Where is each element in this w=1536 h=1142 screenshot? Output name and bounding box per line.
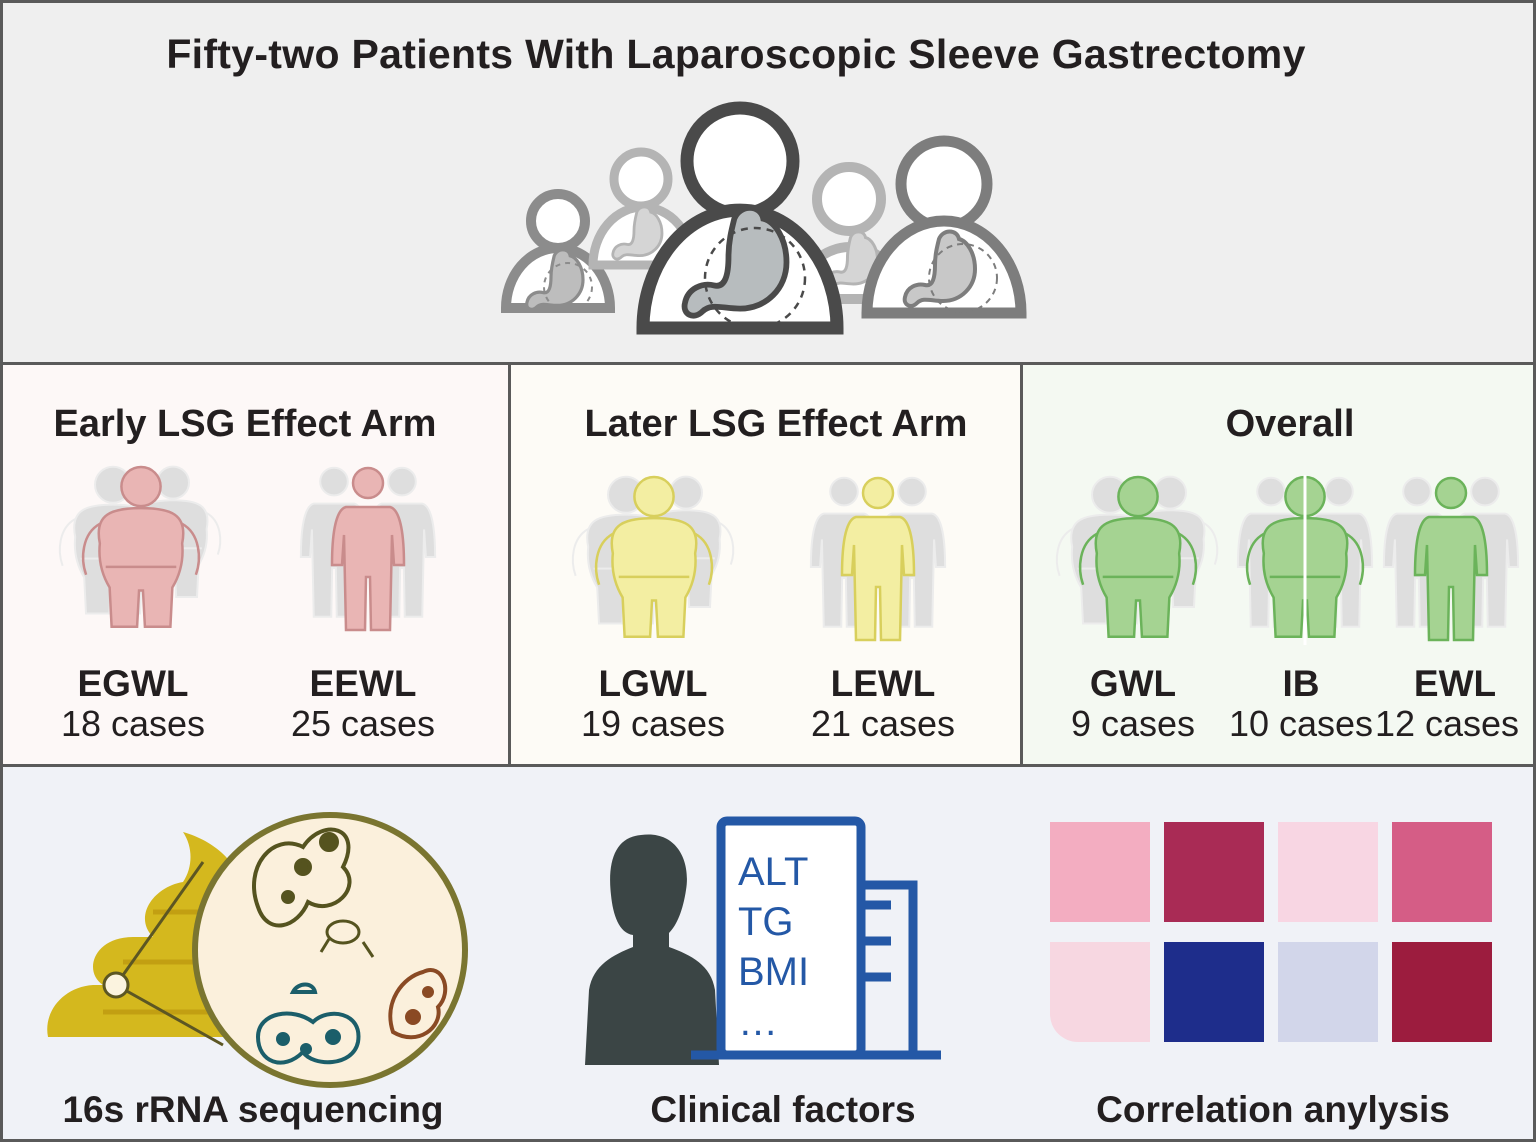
highlighted-person-icon xyxy=(81,465,201,628)
clinical-factors-icon xyxy=(585,816,941,1065)
egwl-label: EGWL xyxy=(77,663,189,704)
highlighted-person-icon xyxy=(840,476,916,642)
eewl-cases: 25 cases xyxy=(290,703,436,744)
overall-title: Overall xyxy=(1225,403,1355,445)
correlation-label: Correlation anylysis xyxy=(1096,1089,1450,1130)
sequencing-label: 16s rRNA sequencing xyxy=(62,1089,444,1130)
heatmap-cell xyxy=(1164,822,1264,922)
egwl-cases: 18 cases xyxy=(60,703,206,744)
gwl-people-icon xyxy=(1055,475,1219,638)
later-arm-title: Later LSG Effect Arm xyxy=(584,403,968,445)
ewl-cases: 12 cases xyxy=(1374,703,1520,744)
lewl-people-icon xyxy=(809,476,947,642)
clinical-label: Clinical factors xyxy=(650,1089,916,1130)
heatmap-cell xyxy=(1278,822,1378,922)
gwl-label: GWL xyxy=(1089,663,1177,704)
patients-group-icon xyxy=(500,101,1027,335)
clinical-item: TG xyxy=(738,900,794,944)
magnifier-icon xyxy=(192,812,468,1088)
early-arm-panel: Early LSG Effect Arm EGWL 18 cases EEWL … xyxy=(3,365,511,767)
gwl-cases: 9 cases xyxy=(1070,703,1196,744)
stool-microbiome-icon xyxy=(47,812,468,1088)
lgwl-people-icon xyxy=(571,475,735,638)
highlighted-person-icon xyxy=(1413,476,1489,642)
correlation-heatmap xyxy=(1050,822,1492,1062)
highlighted-person-icon xyxy=(594,475,714,638)
clinical-item: BMI xyxy=(738,950,810,994)
ewl-label: EWL xyxy=(1413,663,1497,704)
ib-label: IB xyxy=(1282,663,1320,704)
later-arm-panel: Later LSG Effect Arm LGWL 19 cases LEWL … xyxy=(511,365,1023,767)
bottom-panel: 16s rRNA sequencing ALT TG BMI … Clinica… xyxy=(3,767,1533,1139)
early-arm-title: Early LSG Effect Arm xyxy=(53,403,437,445)
ib-cases: 10 cases xyxy=(1228,703,1374,744)
ewl-people-icon xyxy=(1382,476,1520,642)
heatmap-cell xyxy=(1164,942,1264,1042)
heatmap-cell xyxy=(1278,942,1378,1042)
clinical-item: … xyxy=(738,1000,778,1044)
clinical-item: ALT xyxy=(738,850,809,894)
eewl-people-icon xyxy=(299,466,437,632)
lewl-cases: 21 cases xyxy=(810,703,956,744)
lewl-label: LEWL xyxy=(830,663,936,704)
top-panel: Fifty-two Patients With Laparoscopic Sle… xyxy=(3,3,1533,365)
highlighted-person-icon xyxy=(1078,475,1198,638)
person-silhouette-icon xyxy=(585,834,719,1065)
clipboard-icon xyxy=(691,816,941,1060)
figure-title: Fifty-two Patients With Laparoscopic Sle… xyxy=(166,31,1306,77)
heatmap-cell xyxy=(1050,822,1150,922)
eewl-label: EEWL xyxy=(309,663,417,704)
clinical-items-list: ALT TG BMI … xyxy=(738,847,878,1047)
egwl-people-icon xyxy=(58,465,222,628)
heatmap-cell xyxy=(1050,942,1150,1042)
heatmap-cell xyxy=(1392,942,1492,1042)
bacteria-icon xyxy=(252,827,352,928)
highlighted-person-icon xyxy=(330,466,406,632)
lgwl-label: LGWL xyxy=(598,663,708,704)
overall-panel: Overall GWL 9 cases IB 10 cases EWL 12 c… xyxy=(1023,365,1533,767)
ib-people-icon xyxy=(1236,475,1374,645)
lgwl-cases: 19 cases xyxy=(580,703,726,744)
bacteria-icon xyxy=(388,968,448,1040)
heatmap-cell xyxy=(1392,822,1492,922)
highlighted-person-icon xyxy=(1245,475,1365,645)
bacteria-icon xyxy=(255,982,361,1065)
